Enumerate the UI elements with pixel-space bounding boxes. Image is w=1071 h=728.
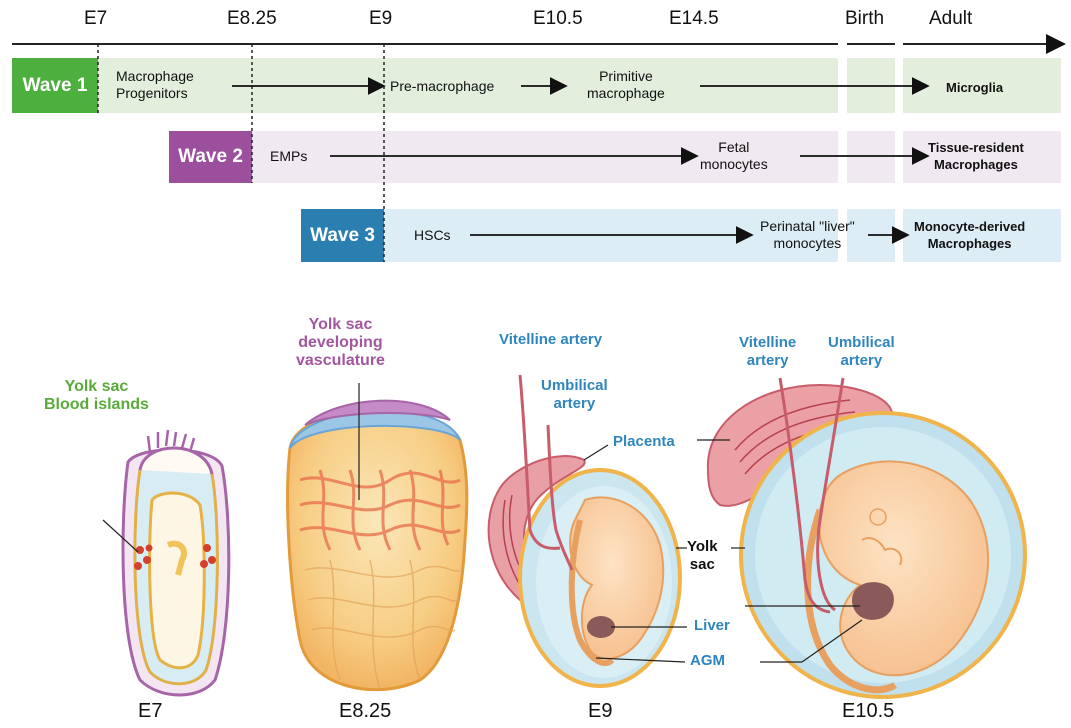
stage-label-e105: E10.5	[842, 700, 894, 723]
e825-yolk-sac-illustration	[288, 383, 467, 690]
wave2-start-text: EMPs	[270, 148, 307, 165]
wave3-late-text: Perinatal "liver" monocytes	[760, 218, 855, 252]
wave3-start-text: HSCs	[414, 227, 451, 244]
e9-embryo-illustration	[489, 375, 687, 686]
e9-vitelline-label: Vitelline artery	[499, 331, 602, 349]
e825-caption: Yolk sac developing vasculature	[296, 316, 385, 370]
placenta-label: Placenta	[613, 433, 675, 451]
e7-yolk-sac-illustration	[103, 430, 229, 695]
e105-embryo-illustration	[697, 378, 1025, 697]
wave2-end-text: Tissue-resident Macrophages	[928, 139, 1024, 173]
stage-label-e9: E9	[588, 700, 612, 723]
agm-label: AGM	[690, 652, 725, 670]
wave2-late-text: Fetal monocytes	[700, 139, 768, 173]
wave1-mid-text: Pre-macrophage	[390, 78, 494, 95]
e105-umbilical-label: Umbilical artery	[828, 334, 895, 370]
yolk-sac-label: Yolk sac	[687, 538, 718, 574]
wave3-end-text: Monocyte-derived Macrophages	[914, 218, 1025, 252]
e7-caption: Yolk sac Blood islands	[44, 378, 149, 414]
wave1-end-text: Microglia	[946, 79, 1003, 96]
stage-label-e7: E7	[138, 700, 162, 723]
e105-vitelline-label: Vitelline artery	[739, 334, 796, 370]
liver-label: Liver	[694, 617, 730, 635]
wave1-start-text: Macrophage Progenitors	[116, 68, 194, 102]
stage-label-e825: E8.25	[339, 700, 391, 723]
wave1-late-text: Primitive macrophage	[587, 68, 665, 102]
e9-umbilical-label: Umbilical artery	[541, 377, 608, 413]
